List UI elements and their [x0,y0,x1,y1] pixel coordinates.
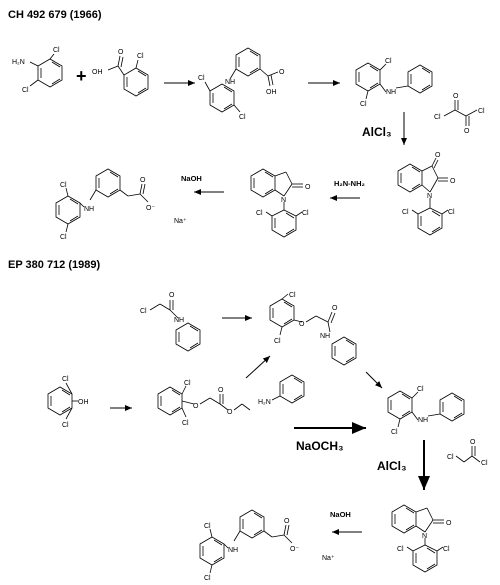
carboxylate-label: O⁻ [290,546,299,553]
reaction-arrow [245,355,271,379]
nitrogen-label: N [422,533,427,540]
cl-label: Cl [137,53,144,60]
nh-label: NH [174,317,184,324]
chloroacetanilide: Cl O NH [140,292,201,352]
naoch3-reagent: NaOCH₃ [296,439,344,453]
cl-label: Cl [478,108,485,115]
cl-label: Cl [391,429,398,436]
cl-label: Cl [289,292,296,299]
cl-label: Cl [62,376,69,383]
cl-label: Cl [274,338,281,345]
cl-label: Cl [184,380,191,387]
cl-label: Cl [204,523,211,530]
cl-label: Cl [60,182,67,189]
diclofenac-sodium: NH Cl Cl O O⁻ [199,509,299,582]
oxygen-label: O [299,321,305,328]
cl-label: Cl [402,209,409,216]
nh-label: NH [225,79,235,86]
amine-label: H₂N [12,59,25,66]
cl-label: Cl [481,460,488,467]
aryloxy-acetanilide: Cl Cl O O NH [269,292,357,366]
alcl3-reagent: AlCl₃ [362,125,392,139]
cl-label: Cl [239,114,246,121]
aryl-oxindole: O N Cl Cl [250,168,311,238]
oxygen-label: O [169,292,175,299]
cl-label: Cl [53,47,60,54]
oxygen-label: O [435,152,441,159]
nh-label: NH [418,417,428,424]
dichloroaniline: H₂N Cl Cl [12,47,63,94]
cl-label: Cl [434,114,441,121]
oxygen-label: O [279,69,285,76]
diphenylamine-carboxylic-acid: NH Cl Cl O OH [198,47,285,121]
amine-label: H₂N [258,399,271,406]
oxygen-label: O [332,305,338,312]
dichlorodiphenylamine: Cl NH Cl [355,58,433,108]
cl-label: Cl [60,234,67,241]
oxygen-label: O [227,409,233,416]
aryl-oxindole: O N Cl Cl [391,504,452,573]
cl-label: Cl [198,75,205,82]
cl-label: Cl [302,210,309,217]
oxygen-label: O [453,93,459,100]
cl-label: Cl [417,386,424,393]
cl-label: Cl [385,58,392,65]
hydrazine-reagent: H₂N-NH₂ [334,179,365,188]
cl-label: Cl [22,87,29,94]
aryl-isatin: O O N Cl Cl [397,152,456,236]
plus-sign: + [76,66,87,86]
alcl3-reagent: AlCl₃ [377,459,407,473]
sodium-ion: Na⁺ [174,218,187,225]
hydroxyl-label: OH [78,399,89,406]
hydroxyl-label: OH [92,69,103,76]
oxygen-label: O [193,403,199,410]
oxygen-label: O [464,128,470,135]
carboxylate-label: O⁻ [146,205,155,212]
cl-label: Cl [140,308,147,315]
cl-label: Cl [360,101,367,108]
sodium-ion: Na⁺ [322,555,335,562]
cl-label: Cl [182,420,189,427]
oxygen-label: O [140,177,146,184]
naoh-reagent: NaOH [330,510,351,519]
reaction-arrow [365,371,383,389]
oxygen-label: O [450,178,456,185]
nh-label: NH [320,333,330,340]
cl-label: Cl [443,546,450,553]
oxygen-label: O [218,387,224,394]
cl-label: Cl [397,546,404,553]
oxalyl-chloride: Cl O Cl O [434,93,485,135]
dichlorodiphenylamine: Cl NH Cl [387,386,465,436]
nitrogen-label: N [427,193,432,200]
ethyl-aryloxyacetate: Cl Cl O O O [157,380,251,427]
nh-label: NH [386,89,396,96]
oxygen-label: O [284,518,290,525]
aniline: H₂N [258,374,305,406]
oxygen-label: O [118,49,124,56]
oxygen-label: O [305,184,311,191]
cl-label: Cl [448,209,455,216]
nh-label: NH [84,206,94,213]
oxygen-label: O [446,520,452,527]
nh-label: NH [228,547,238,554]
cl-label: Cl [256,210,263,217]
route2-header: EP 380 712 (1989) [8,259,100,271]
oxygen-label: O [470,439,476,446]
hydroxyl-label: OH [266,89,277,96]
chlorobenzoic-acid: OH O Cl [92,49,149,97]
dichlorophenol: Cl OH Cl [47,376,89,429]
cl-label: Cl [62,422,69,429]
diclofenac-sodium: NH Cl Cl O O⁻ [55,168,155,241]
naoh-reagent: NaOH [181,174,202,183]
nitrogen-label: N [281,197,286,204]
route1-header: CH 492 679 (1966) [8,9,102,21]
cl-label: Cl [447,454,454,461]
cl-label: Cl [204,575,211,582]
chloroacetyl-chloride: Cl O Cl [447,439,488,467]
